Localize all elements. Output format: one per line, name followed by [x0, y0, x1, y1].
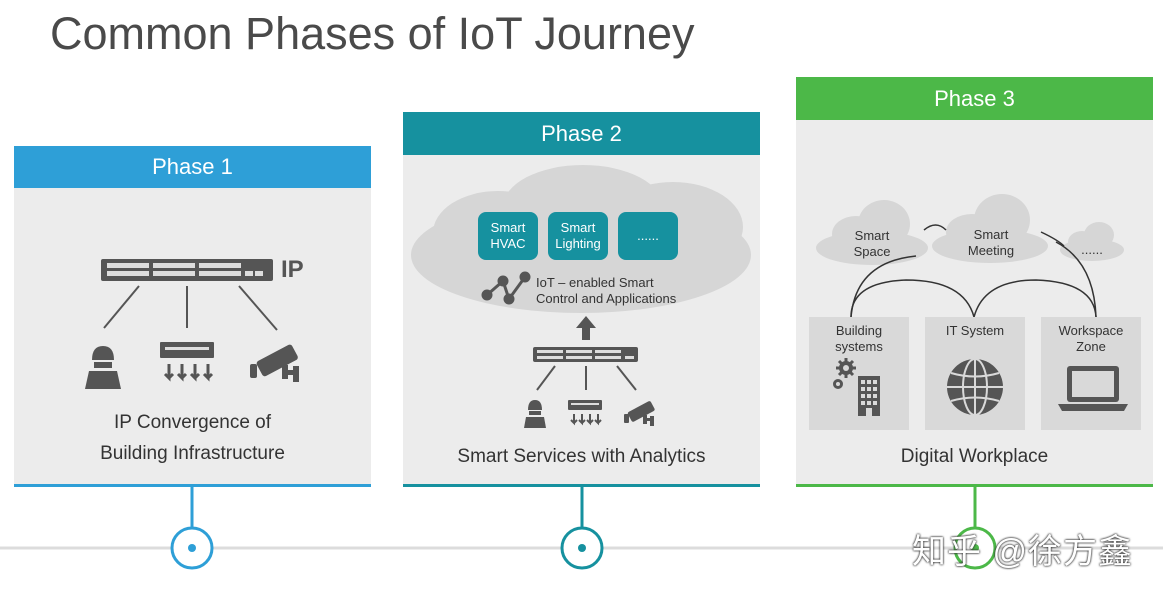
workspace-zone-label: Workspace Zone [1058, 323, 1124, 354]
smart-hvac-card: Smart HVAC [478, 212, 538, 260]
smart-meeting-cloud [932, 194, 1048, 263]
smart-space-cloud [816, 200, 928, 265]
page-title: Common Phases of IoT Journey [50, 8, 695, 59]
smart-meeting-label: Smart Meeting [967, 227, 1015, 258]
security-camera-icon [624, 401, 655, 426]
smart-space-label: Smart Space [853, 228, 891, 259]
network-graph-icon [481, 271, 531, 305]
more-services-card: ...... [618, 212, 678, 260]
laptop-icon [1058, 366, 1128, 411]
hvac-vent-icon [160, 342, 214, 382]
phase3-underline [796, 484, 1153, 487]
phase3-header: Phase 3 [796, 77, 1153, 120]
occupancy-sensor-icon [524, 400, 546, 428]
phase1-header: Phase 1 [14, 146, 371, 188]
phase1-underline [14, 484, 371, 487]
phase2-analytics-label: IoT – enabled Smart Control and Applicat… [536, 275, 677, 306]
phase2-timeline-dot [578, 544, 586, 552]
it-system-label: IT System [945, 323, 1005, 338]
phase3-timeline-dot [971, 544, 979, 552]
phase1-diagram [85, 259, 299, 389]
phase2-diagram [524, 316, 655, 428]
smart-lighting-card: Smart Lighting [548, 212, 608, 260]
phase1-caption-line2: Building Infrastructure [100, 443, 285, 464]
phase1-caption-line1: IP Convergence of [113, 412, 272, 433]
up-arrow-icon [576, 316, 596, 340]
hvac-vent-icon [568, 400, 602, 426]
phase2-header: Phase 2 [403, 112, 760, 155]
occupancy-sensor-icon [85, 346, 121, 389]
building-systems-label: Building systems [835, 323, 883, 354]
switch-icon [101, 259, 273, 281]
gears-building-icon [833, 358, 880, 416]
phase1-timeline-dot [188, 544, 196, 552]
phase3-diagram [809, 194, 1141, 430]
security-camera-icon [250, 344, 299, 382]
phase2-caption: Smart Services with Analytics [457, 446, 706, 467]
more-cloud-label: ...... [1081, 242, 1103, 257]
switch-icon [533, 347, 638, 362]
phase1-caption: IP Convergence of Building Infrastructur… [14, 407, 371, 469]
more-cloud [1060, 222, 1124, 261]
globe-icon [947, 358, 1003, 416]
watermark: 知乎 @徐方鑫 [912, 533, 1133, 571]
phase2-underline [403, 484, 760, 487]
phase3-caption: Digital Workplace [900, 446, 1049, 467]
phase1-panel [14, 188, 371, 484]
phase1-switch-tag: IP [281, 256, 304, 283]
